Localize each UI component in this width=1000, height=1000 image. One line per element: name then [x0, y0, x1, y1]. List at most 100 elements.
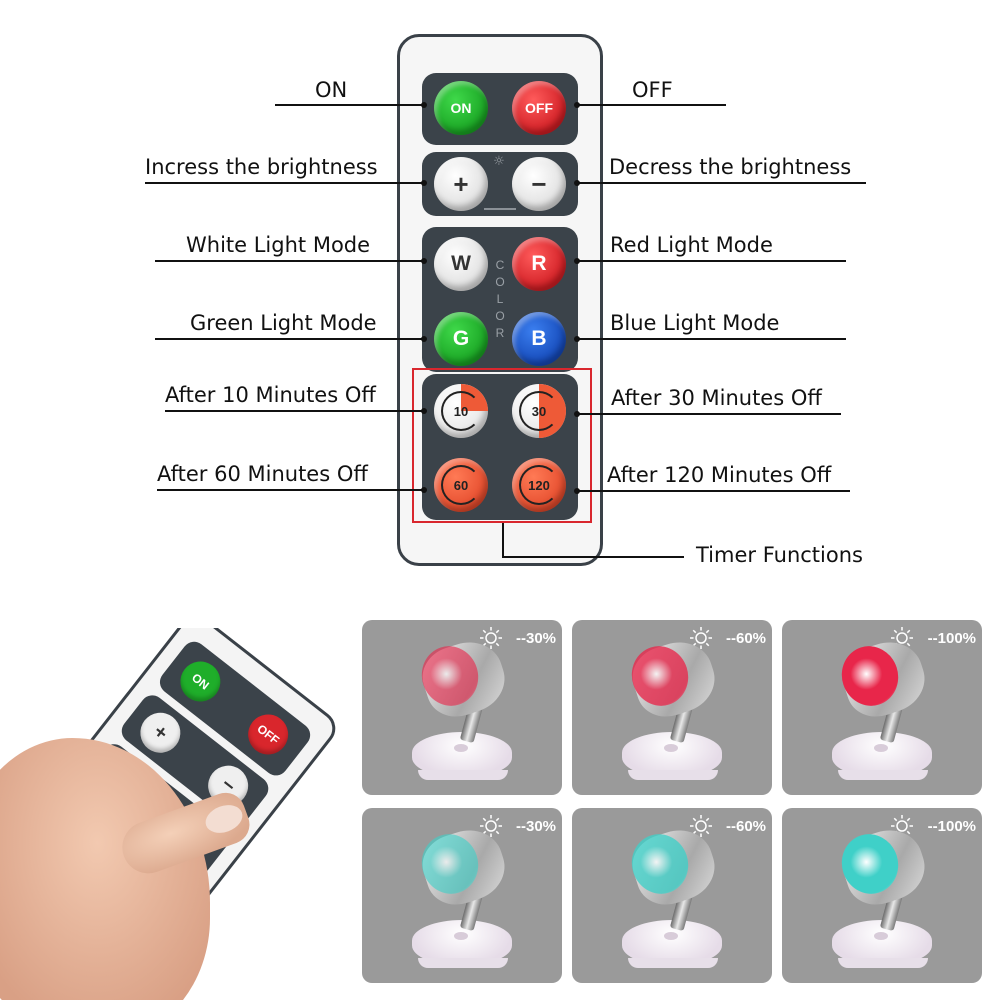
- t120-label: 120: [528, 477, 550, 493]
- timer-highlight-box: [412, 368, 592, 523]
- timer-30-button[interactable]: 30: [512, 384, 566, 438]
- label-blue: Blue Light Mode: [610, 311, 780, 335]
- t60-label: 60: [453, 477, 469, 493]
- lamp-sensor: [454, 932, 468, 940]
- on-button-label: ON: [450, 100, 472, 116]
- timer-10-button[interactable]: 10: [434, 384, 488, 438]
- on-button[interactable]: ON: [434, 81, 488, 135]
- timer-panel: 10 30 60 120: [422, 374, 578, 520]
- color-letter: O: [495, 275, 505, 289]
- remote-control: ON OFF ☼ + − W R G B C O L O R 10 30: [397, 34, 603, 566]
- leader-line: [576, 104, 726, 106]
- leader-dot: [421, 102, 427, 108]
- timer-120-button[interactable]: 120: [512, 458, 566, 512]
- minus-icon: −: [531, 168, 547, 199]
- label-increase: Incress the brightness: [145, 155, 378, 179]
- lamp-sensor: [874, 744, 888, 752]
- green-mode-button[interactable]: G: [434, 312, 488, 366]
- lamp-tile: --60%: [572, 808, 772, 983]
- timer-60-ring-icon: [441, 465, 481, 505]
- lamp-base-rim: [838, 770, 928, 780]
- g-label: G: [452, 327, 470, 350]
- label-timer-10: After 10 Minutes Off: [165, 383, 376, 407]
- lamp-tile: --30%: [362, 620, 562, 795]
- brightness-panel: ☼ + −: [422, 152, 578, 216]
- lamp-tile: --100%: [782, 808, 982, 983]
- leader-dot: [574, 258, 580, 264]
- lamp-base-rim: [418, 958, 508, 968]
- small-off-label: OFF: [254, 721, 282, 748]
- leader-line: [157, 489, 425, 491]
- leader-line: [155, 338, 425, 340]
- leader-dot: [574, 180, 580, 186]
- brightness-up-button[interactable]: +: [434, 157, 488, 211]
- brightness-sun-icon: [689, 814, 713, 838]
- color-letter: R: [495, 326, 505, 340]
- lamp-base-rim: [838, 958, 928, 968]
- brightness-percent-label: --60%: [725, 818, 766, 835]
- small-on-button: ON: [172, 653, 229, 710]
- leader-line: [576, 260, 846, 262]
- small-off-button: OFF: [240, 706, 297, 763]
- timer-120-ring-icon: [519, 465, 559, 505]
- off-button[interactable]: OFF: [512, 81, 566, 135]
- r-label: R: [531, 252, 547, 275]
- lamp-tile: --60%: [572, 620, 772, 795]
- brightness-percent-label: --30%: [515, 630, 556, 647]
- lamp-base-rim: [628, 770, 718, 780]
- lamp-base-rim: [628, 958, 718, 968]
- leader-dot: [421, 258, 427, 264]
- color-letter: O: [495, 309, 505, 323]
- label-on: ON: [315, 78, 348, 102]
- label-green: Green Light Mode: [190, 311, 377, 335]
- lamp-tile: --100%: [782, 620, 982, 795]
- leader-line: [145, 182, 425, 184]
- brightness-sun-icon: ☼: [493, 154, 505, 169]
- leader-line: [155, 260, 425, 262]
- lamp-sensor: [874, 932, 888, 940]
- lamp-sensor: [664, 744, 678, 752]
- blue-mode-button[interactable]: B: [512, 312, 566, 366]
- leader-dot: [421, 487, 427, 493]
- leader-dot: [421, 408, 427, 414]
- timer-leader-vertical: [502, 523, 504, 558]
- label-timer-functions: Timer Functions: [696, 543, 863, 567]
- brightness-down-button[interactable]: −: [512, 157, 566, 211]
- leader-line: [576, 182, 866, 184]
- timer-30-ring-icon: [519, 391, 559, 431]
- timer-leader-horizontal: [502, 556, 684, 558]
- w-label: W: [451, 252, 471, 275]
- white-mode-button[interactable]: W: [434, 237, 488, 291]
- brightness-percent-label: --100%: [927, 818, 976, 835]
- color-panel: W R G B C O L O R: [422, 227, 578, 372]
- timer-60-button[interactable]: 60: [434, 458, 488, 512]
- t30-label: 30: [531, 403, 547, 419]
- label-timer-60: After 60 Minutes Off: [157, 462, 368, 486]
- small-on-label: ON: [188, 670, 212, 693]
- leader-line: [165, 410, 425, 412]
- leader-dot: [574, 102, 580, 108]
- lamp-sensor: [454, 744, 468, 752]
- label-red: Red Light Mode: [610, 233, 773, 257]
- leader-line: [576, 413, 841, 415]
- brightness-bar-icon: [484, 204, 516, 210]
- label-white: White Light Mode: [186, 233, 371, 257]
- label-decrease: Decress the brightness: [609, 155, 852, 179]
- hand-holding-remote-image: ON OFF + − W R G B 60 30 120: [0, 628, 350, 1000]
- b-label: B: [531, 327, 547, 350]
- label-timer-120: After 120 Minutes Off: [607, 463, 832, 487]
- small-plus-icon: +: [149, 720, 173, 745]
- brightness-percent-label: --60%: [725, 630, 766, 647]
- brightness-sun-icon: [890, 626, 914, 650]
- small-plus-button: +: [132, 704, 189, 761]
- brightness-percent-label: --100%: [927, 630, 976, 647]
- red-mode-button[interactable]: R: [512, 237, 566, 291]
- color-letter: C: [495, 258, 505, 272]
- label-timer-30: After 30 Minutes Off: [611, 386, 822, 410]
- leader-dot: [574, 488, 580, 494]
- brightness-percent-label: --30%: [515, 818, 556, 835]
- leader-line: [576, 338, 846, 340]
- leader-dot: [421, 336, 427, 342]
- lamp-sensor: [664, 932, 678, 940]
- plus-icon: +: [453, 168, 469, 199]
